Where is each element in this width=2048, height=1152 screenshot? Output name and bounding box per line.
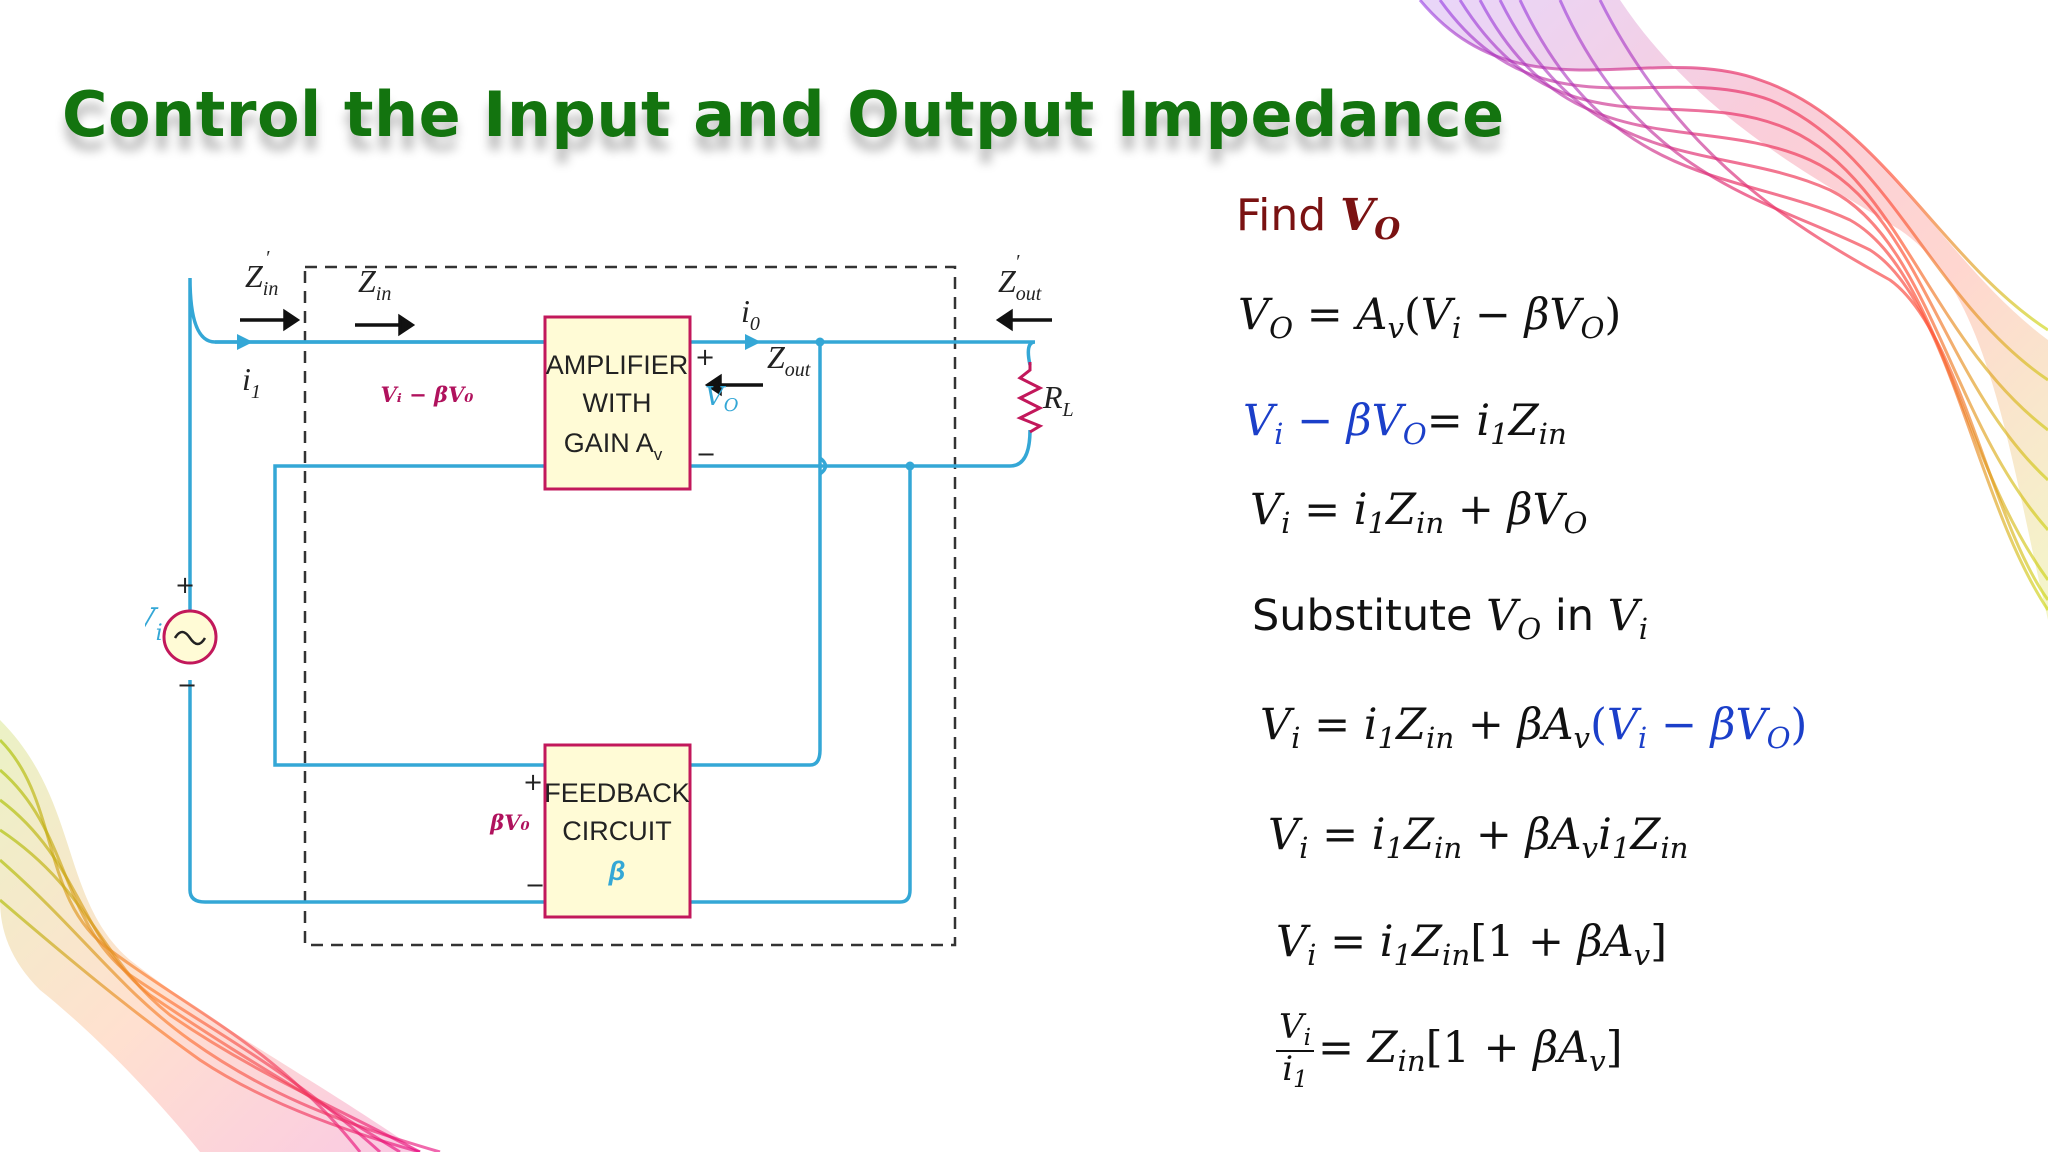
page-title: Control the Input and Output Impedance [62,78,1505,151]
impedance-arrows [240,308,1052,397]
ac-sine-icon [173,630,207,646]
vo-label: VO [705,382,739,416]
rl-label: RL [1042,379,1074,421]
zout-prime-mark: ′ [1015,251,1020,273]
fb-minus-sign: − [525,871,545,899]
zout-prime-label: Zout [998,263,1042,305]
equation-4: Vi = i1Zin + βAv(Vi − βVO) [1260,700,1808,755]
zout-label: Zout [767,339,811,381]
zin-prime-mark: ′ [265,247,270,269]
vi-minus-bvo-label: Vᵢ − βV₀ [381,382,474,407]
equation-2: Vi − βVO= i1Zin [1243,396,1567,451]
wire-source-bottom [188,680,545,904]
junction-bottom [905,461,915,471]
bvo-label: βV₀ [489,810,529,835]
vi-label: Vi [145,601,163,646]
bottom-left-swirl-fill [0,720,420,1152]
find-vo-heading: Find VO [1236,190,1400,247]
io-label: i0 [741,293,760,335]
wire-rl-bottom [690,429,1032,468]
wire-fb-bottom-right [690,466,912,904]
wires [188,277,1036,904]
amp-plus-sign: + [695,343,715,371]
feedback-label-line3: β [608,856,626,886]
dashed-box [303,265,957,947]
i1-label: i1 [242,361,261,403]
feedback-label-line2: CIRCUIT [562,816,672,846]
amplifier-label-line3: GAIN Av [564,428,663,464]
feedback-circuit-diagram: Zin ′ Zin i1 i0 Zout Zout ′ RL Vi VO Vᵢ … [145,230,1090,970]
io-arrow-icon [745,334,761,350]
zin-prime-label: Zin [245,258,278,300]
wire-amp-minus-left [273,464,545,767]
circuit-svg: Zin ′ Zin i1 i0 Zout Zout ′ RL Vi VO Vᵢ … [145,247,1074,947]
wire-input-top [188,277,545,635]
feedback-block [543,743,692,919]
equation-5: Vi = i1Zin + βAvi1Zin [1268,810,1689,865]
fb-plus-sign: + [523,768,543,796]
amplifier-label-line2: WITH [583,388,652,418]
amp-minus-sign: − [696,440,716,468]
amplifier-label-line1: AMPLIFIER [546,350,689,380]
wire-fb-to-output [690,342,822,767]
wire-amp-output-top [690,340,1036,366]
i1-arrow-icon [237,334,253,350]
feedback-label-line1: FEEDBACK [544,778,690,808]
wire-hop [818,456,828,476]
top-right-swirl [1418,0,2048,611]
find-variable: VO [1340,190,1401,247]
source-plus-sign: + [175,571,195,599]
substitute-step: Substitute VO in Vi [1252,591,1649,646]
zin-label: Zin [358,263,391,305]
find-word: Find [1236,190,1327,241]
equation-6: Vi = i1Zin[1 + βAv] [1276,917,1667,972]
equation-1: VO = Av(Vi − βVO) [1238,290,1622,345]
amplifier-block [543,315,692,491]
equation-3: Vi = i1Zin + βVO [1250,485,1588,540]
source-minus-sign: − [177,671,197,699]
load-resistor-icon [1016,362,1044,434]
junction-output [815,337,825,347]
